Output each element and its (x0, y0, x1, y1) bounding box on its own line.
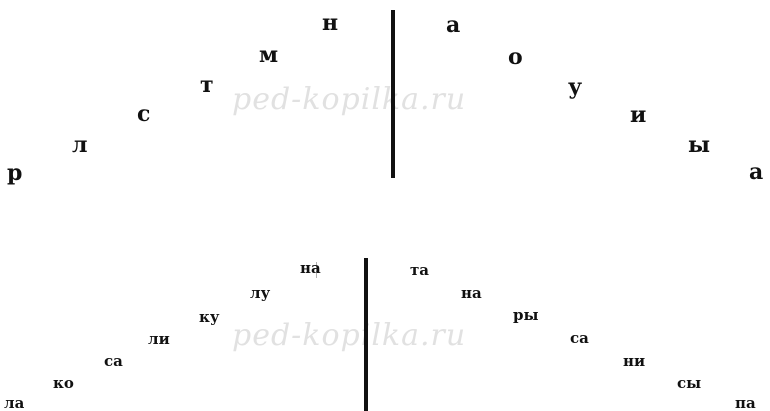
top-left-letter-5: л (72, 132, 88, 158)
bottom-left-syllable-7: ла (4, 394, 25, 411)
top-left-letter-3: т (200, 72, 214, 98)
bottom-right-syllable-5: ни (623, 352, 646, 370)
bottom-right-syllable-3: ры (513, 306, 539, 324)
top-right-letter-5: ы (688, 132, 711, 158)
top-right-letter-3: у (568, 74, 583, 100)
bottom-left-syllable-5: са (104, 352, 123, 370)
top-right-letter-4: и (630, 102, 647, 128)
top-left-letter-4: с (137, 101, 151, 127)
top-left-letter-6: р (7, 160, 23, 186)
bottom-left-syllable-1: на (300, 259, 321, 277)
bottom-left-syllable-6: ко (53, 374, 74, 392)
bottom-left-syllable-3: ку (199, 308, 220, 326)
top-divider-line (391, 10, 395, 178)
top-right-letter-2: о (508, 44, 523, 70)
bottom-right-syllable-1: та (410, 261, 430, 279)
bottom-right-syllable-7: па (735, 394, 756, 411)
bottom-text-cursor-mark (316, 262, 317, 278)
bottom-right-syllable-2: на (461, 284, 482, 302)
watermark-bottom: ped-kopilka.ru (232, 318, 467, 353)
bottom-right-syllable-4: са (570, 329, 589, 347)
bottom-right-syllable-6: сы (677, 374, 702, 392)
bottom-left-syllable-2: лу (250, 284, 271, 302)
top-right-letter-1: а (446, 12, 461, 38)
watermark-top: ped-kopilka.ru (232, 82, 467, 117)
top-right-letter-6: а (749, 159, 764, 185)
top-left-letter-1: н (322, 10, 339, 36)
top-left-letter-2: м (259, 42, 279, 68)
bottom-left-syllable-4: ли (148, 330, 170, 348)
bottom-divider-line (364, 258, 368, 411)
